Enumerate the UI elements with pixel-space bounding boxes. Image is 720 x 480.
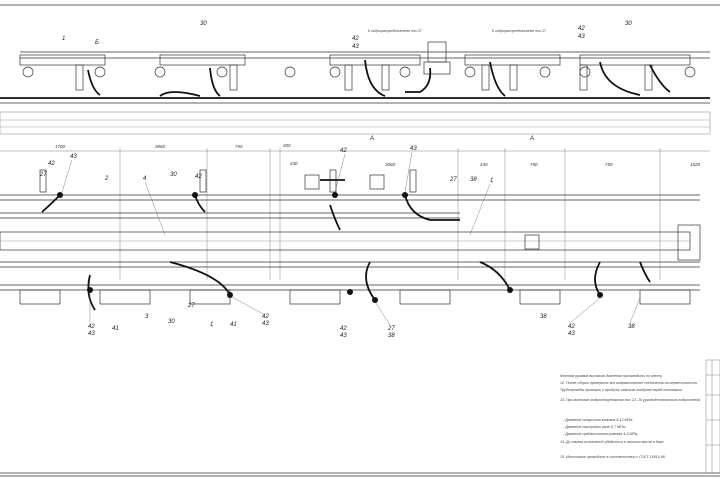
label-pos: 42 bbox=[88, 324, 95, 330]
label-pos: 27 bbox=[449, 177, 457, 183]
label-pos: 4 bbox=[143, 176, 147, 182]
dimension: 750 bbox=[235, 144, 243, 149]
label-pos: 43 bbox=[410, 146, 417, 152]
label-pos: 27 bbox=[39, 172, 47, 178]
label-pos1: 1 bbox=[62, 36, 65, 42]
label-pos: 38 bbox=[540, 314, 547, 320]
dimension: 300 bbox=[283, 143, 291, 148]
label-pos: 38 bbox=[388, 333, 395, 339]
label-pos: 38 bbox=[470, 177, 477, 183]
label-pos: 42 bbox=[48, 161, 55, 167]
label-pos: 41 bbox=[112, 326, 119, 332]
label-pos30: 30 bbox=[625, 21, 632, 27]
dimension: 750 bbox=[530, 162, 538, 167]
label-pos: 43 bbox=[70, 154, 77, 160]
note-line: Монтаж рукавов высокого давления произво… bbox=[560, 374, 663, 378]
label-pos: 42 bbox=[195, 174, 202, 180]
label-pos43: 43 bbox=[578, 34, 585, 40]
dimension: 430 bbox=[290, 161, 298, 166]
elevation-view: 1 Б 30 42 43 К гидрораспределителю поз.3… bbox=[0, 21, 711, 142]
label-pos: 41 bbox=[230, 322, 237, 328]
label-pos: 43 bbox=[88, 331, 95, 337]
note-line: 14. До начала испытаний убедиться в нали… bbox=[560, 440, 664, 444]
dimension: 430 bbox=[480, 162, 488, 167]
label-pos43: 43 bbox=[352, 44, 359, 50]
label-pos: 42 bbox=[340, 148, 347, 154]
note-hydraulic-2: К гидрораспределителю поз.37 bbox=[492, 29, 547, 33]
plan-view: 1700 3060 750 300 430 3060 430 750 750 1… bbox=[0, 143, 710, 339]
label-pos: 1 bbox=[210, 322, 213, 328]
note-line: 13. При монтаже гидрооборудования поз. 2… bbox=[560, 398, 701, 402]
label-pos: 27 bbox=[387, 326, 395, 332]
technical-notes: Монтаж рукавов высокого давления произво… bbox=[560, 374, 701, 459]
label-pos: 43 bbox=[340, 333, 347, 339]
label-pos: 43 bbox=[568, 331, 575, 337]
plan-labels: 42 43 27 2 4 30 42 42 43 27 38 1 42 43 4… bbox=[39, 146, 635, 339]
label-pos42: 42 bbox=[352, 36, 359, 42]
label-pos: 42 bbox=[262, 314, 269, 320]
label-pos: 43 bbox=[262, 321, 269, 327]
label-pos: 42 bbox=[340, 326, 347, 332]
dimension: 3060 bbox=[155, 144, 166, 149]
label-pos: 30 bbox=[168, 319, 175, 325]
label-pos: 27 bbox=[187, 303, 195, 309]
title-block bbox=[705, 359, 720, 474]
note-line: - Давление настройки реле 6-7 МПа; bbox=[563, 425, 626, 429]
note-hydraulic-1: К гидрораспределителю поз.37 bbox=[368, 29, 423, 33]
note-line: 15. Испытания проводить в соответствии с… bbox=[560, 455, 666, 459]
note-line: - Давление открытия клапана 8-12 МПа; bbox=[563, 418, 633, 422]
label-section: A bbox=[369, 136, 374, 142]
elevation-labels: 1 Б 30 42 43 К гидрораспределителю поз.3… bbox=[62, 21, 632, 142]
label-pos: 1 bbox=[490, 178, 493, 184]
label-pos42: 42 bbox=[578, 26, 585, 32]
dimension: 1700 bbox=[55, 144, 66, 149]
label-pos: 3 bbox=[145, 314, 149, 320]
foundation bbox=[0, 111, 711, 135]
note-line: 12. После сборки проверить все гидравлич… bbox=[560, 381, 698, 385]
label-section: A bbox=[529, 136, 534, 142]
note-line: - Давление срабатывания клапана 4-5 МПа; bbox=[563, 432, 638, 436]
dimension: 750 bbox=[605, 162, 613, 167]
dimension-labels: 1700 3060 750 300 430 3060 430 750 750 1… bbox=[55, 143, 701, 167]
dimension: 1520 bbox=[690, 162, 701, 167]
label-pos: 2 bbox=[104, 176, 109, 182]
label-pos: 30 bbox=[170, 172, 177, 178]
dimension: 3060 bbox=[385, 162, 396, 167]
label-pos: 38 bbox=[628, 324, 635, 330]
label-pos30: 30 bbox=[200, 21, 207, 27]
note-line: Трубопроводы промыть и продуть сжатым во… bbox=[560, 388, 683, 392]
label-section: Б bbox=[95, 40, 99, 46]
label-pos: 42 bbox=[568, 324, 575, 330]
sheet-frame bbox=[0, 4, 720, 477]
